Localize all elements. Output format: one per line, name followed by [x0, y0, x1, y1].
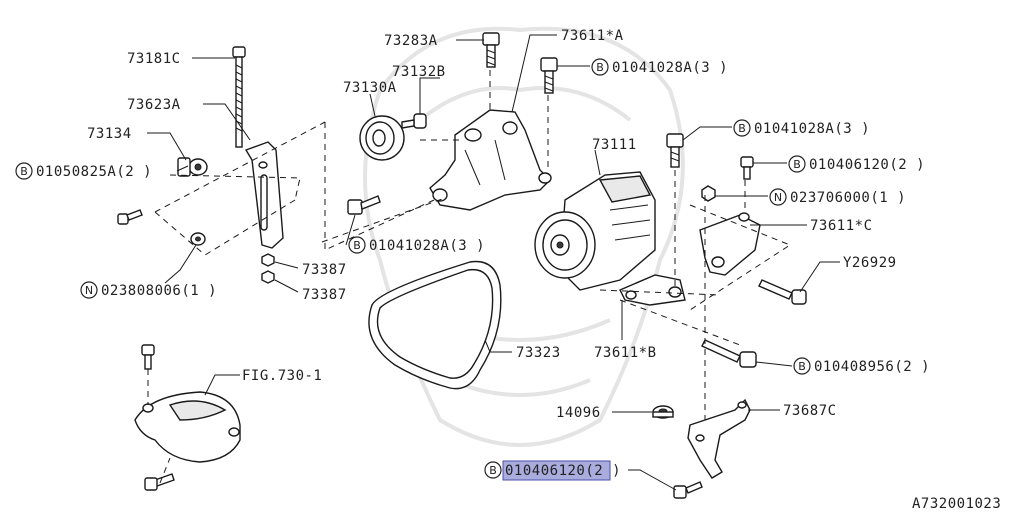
leader-lines — [147, 34, 840, 491]
bolt-marker-letter: B — [793, 158, 801, 171]
bolt-marker-icon — [788, 155, 806, 173]
nut-marker-icon — [80, 281, 98, 299]
cover-fig730 — [134, 391, 241, 463]
bracket-73623A — [244, 141, 284, 249]
bolt-marker-letter: B — [353, 239, 361, 252]
bolt-marker-letter: B — [20, 165, 28, 178]
callout-73283A[interactable]: 73283A — [384, 33, 438, 49]
bracket-73611B — [619, 274, 686, 306]
callout-010408956[interactable]: 010408956(2 ) — [814, 359, 930, 375]
diagram-id: A732001023 — [912, 496, 1001, 512]
callout-01050825A[interactable]: 01050825A(2 ) — [36, 164, 152, 180]
callout-010406120-bottom[interactable]: 010406120(2 ) — [505, 463, 621, 479]
callout-01041028A-top[interactable]: 01041028A(3 ) — [612, 60, 728, 76]
bolt-01041028A-top — [540, 57, 558, 94]
callout-73611B[interactable]: 73611*B — [594, 345, 657, 361]
bolt-01041028A-left — [347, 195, 381, 215]
bolt-Y26929 — [758, 279, 807, 305]
bolt-73132B — [401, 113, 427, 129]
nut-marker-letter: N — [774, 191, 782, 204]
callout-023706000[interactable]: 023706000(1 ) — [790, 190, 906, 206]
bolt-010408956 — [701, 339, 757, 368]
callout-73387-upper[interactable]: 73387 — [302, 262, 347, 278]
selected-part-highlight — [502, 460, 611, 481]
bracket-73611A — [429, 109, 552, 211]
bracket-73611C — [699, 212, 761, 276]
callout-FIG730-1[interactable]: FIG.730-1 — [242, 368, 322, 384]
nut-023808006 — [190, 232, 206, 246]
belt-73323 — [368, 260, 502, 390]
callout-73611C[interactable]: 73611*C — [810, 218, 873, 234]
bolt-cover-top — [141, 344, 155, 370]
nuts-73387 — [261, 253, 275, 284]
callout-023808006[interactable]: 023808006(1 ) — [101, 283, 217, 299]
bolt-marker-icon — [733, 119, 751, 137]
callout-010406120-top[interactable]: 010406120(2 ) — [809, 157, 925, 173]
bolt-01050825A — [117, 209, 143, 225]
callout-01041028A-left[interactable]: 01041028A(3 ) — [369, 238, 485, 254]
bolt-cover-bottom — [144, 473, 175, 491]
bolt-73283A — [482, 32, 500, 68]
bolt-01041028A-mid — [666, 133, 684, 168]
bolt-73181C — [232, 46, 246, 148]
bolt-marker-letter: B — [489, 464, 497, 477]
nut-marker-icon — [769, 188, 787, 206]
spacer-14096 — [652, 405, 674, 419]
bolt-marker-icon — [15, 162, 33, 180]
callout-73387-lower[interactable]: 73387 — [302, 287, 347, 303]
callout-73130A[interactable]: 73130A — [343, 80, 397, 96]
bolt-010406120-top — [740, 156, 754, 180]
callout-73111[interactable]: 73111 — [592, 137, 637, 153]
bolt-marker-letter: B — [596, 61, 604, 74]
callout-73134[interactable]: 73134 — [87, 126, 132, 142]
pulley-73130A — [359, 115, 405, 161]
bolt-marker-letter: B — [738, 122, 746, 135]
bolt-marker-icon — [348, 236, 366, 254]
callout-73611A[interactable]: 73611*A — [561, 28, 624, 44]
callout-73323[interactable]: 73323 — [516, 345, 561, 361]
idler-73134 — [177, 157, 208, 177]
callout-73132B[interactable]: 73132B — [392, 64, 446, 80]
nut-023706000 — [701, 185, 716, 202]
bolt-marker-icon — [793, 357, 811, 375]
callout-73687C[interactable]: 73687C — [783, 403, 837, 419]
bolt-marker-icon — [591, 58, 609, 76]
compressor-73111 — [534, 171, 656, 291]
callout-73623A[interactable]: 73623A — [127, 97, 181, 113]
callout-01041028A-mid[interactable]: 01041028A(3 ) — [754, 121, 870, 137]
bracket-73687C — [687, 398, 751, 479]
callout-73181C[interactable]: 73181C — [127, 51, 181, 67]
bolt-010406120-bot — [673, 481, 703, 499]
callout-14096[interactable]: 14096 — [556, 405, 601, 421]
bolt-marker-icon — [484, 461, 502, 479]
callout-Y26929[interactable]: Y26929 — [843, 255, 897, 271]
bolt-marker-letter: B — [798, 360, 806, 373]
nut-marker-letter: N — [85, 284, 93, 297]
